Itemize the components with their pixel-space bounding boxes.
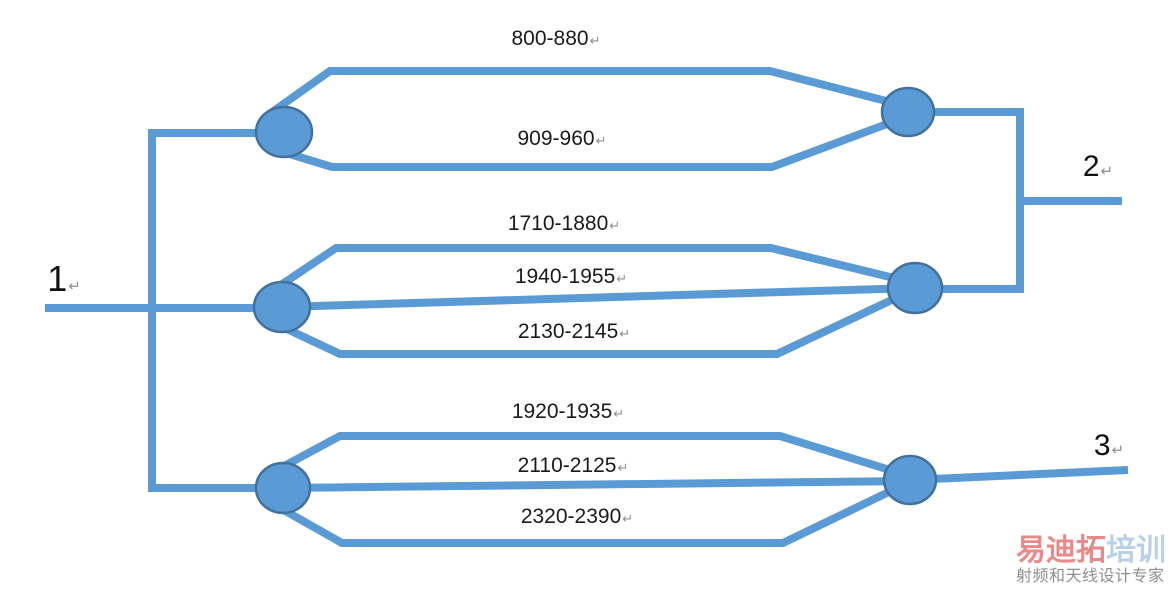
port-number: 2 <box>1082 150 1100 183</box>
branch-2110-2125 <box>282 477 911 492</box>
branch-2130-2145 <box>270 293 900 358</box>
band-label-1920-1935: 1920-1935↵ <box>512 400 624 424</box>
line-break-mark: ↵ <box>1100 163 1114 180</box>
band-text: 1710-1880 <box>507 212 609 235</box>
port-label-3: 3↵ <box>1094 429 1124 463</box>
junction-node-left-top <box>254 105 314 159</box>
band-label-800-880: 800-880↵ <box>512 27 601 51</box>
band-text: 909-960 <box>517 127 595 150</box>
line-break-mark: ↵ <box>613 406 625 421</box>
watermark-brand-blue: 培训 <box>1106 534 1166 567</box>
branch-2320-2390 <box>271 485 897 547</box>
port-number: 3 <box>1093 429 1111 462</box>
line-break-mark: ↵ <box>589 33 601 48</box>
port-number: 1 <box>47 258 68 299</box>
junction-node-left-middle <box>252 280 312 334</box>
band-label-1710-1880: 1710-1880↵ <box>508 212 620 236</box>
band-text: 2320-2390 <box>520 505 622 528</box>
line-break-mark: ↵ <box>68 278 81 295</box>
watermark-brand: 易迪拓培训 <box>1016 536 1172 566</box>
line-break-mark: ↵ <box>619 326 631 341</box>
line-break-mark: ↵ <box>622 511 634 526</box>
junction-node-right-middle <box>886 261 944 315</box>
branch-1920-1935 <box>271 432 895 476</box>
port3-output-line <box>909 466 1129 484</box>
band-label-909-960: 909-960↵ <box>518 127 607 151</box>
line-break-mark: ↵ <box>595 133 607 148</box>
line-break-mark: ↵ <box>1111 442 1125 459</box>
port-label-2: 2↵ <box>1083 150 1113 184</box>
junction-node-left-bottom <box>254 461 312 515</box>
band-label-2130-2145: 2130-2145↵ <box>518 320 630 344</box>
band-text: 2110-2125 <box>517 454 617 477</box>
junction-node-right-top <box>880 86 936 138</box>
band-text: 1920-1935 <box>511 400 613 423</box>
band-text: 1940-1955 <box>514 265 616 288</box>
watermark-brand-red: 易迪拓 <box>1016 534 1106 567</box>
line-break-mark: ↵ <box>617 460 629 475</box>
band-text: 2130-2145 <box>517 320 619 343</box>
band-label-1940-1955: 1940-1955↵ <box>515 265 627 289</box>
branch-800-880 <box>265 67 895 119</box>
band-label-2110-2125: 2110-2125↵ <box>518 454 629 478</box>
branch-1710-1880 <box>269 244 899 295</box>
band-text: 800-880 <box>511 27 589 50</box>
junction-node-right-bottom <box>882 454 938 506</box>
watermark: 易迪拓培训 射频和天线设计专家 <box>1016 536 1172 585</box>
line-break-mark: ↵ <box>609 218 621 233</box>
branch-909-960 <box>268 117 897 171</box>
right-combine-bus <box>908 108 1024 293</box>
watermark-tagline: 射频和天线设计专家 <box>1016 568 1165 585</box>
port-label-1: 1↵ <box>47 258 81 300</box>
line-break-mark: ↵ <box>616 271 628 286</box>
branch-1940-1955 <box>281 284 916 311</box>
band-label-2320-2390: 2320-2390↵ <box>521 505 633 529</box>
